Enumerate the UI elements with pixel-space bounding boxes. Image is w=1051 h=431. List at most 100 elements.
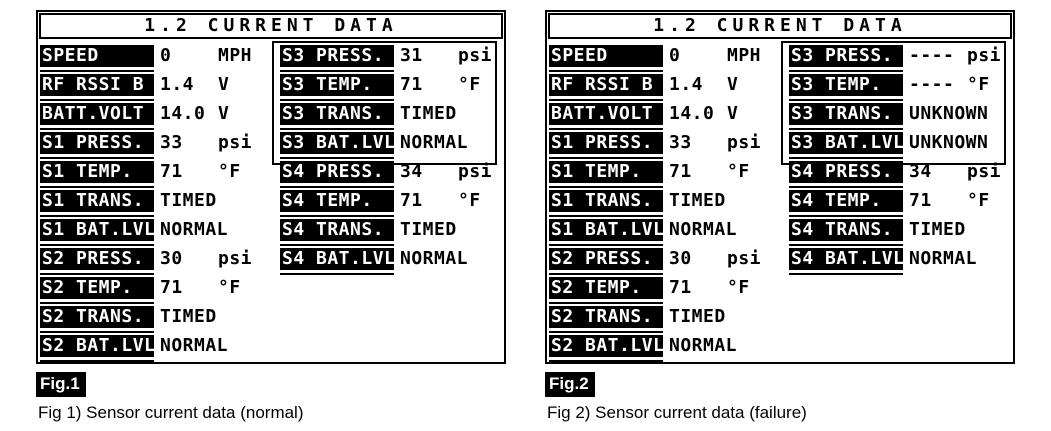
row-label: S1 TRANS. [549,190,663,212]
row-unit: °F [967,190,990,211]
figure-caption: Fig 2) Sensor current data (failure) [547,403,807,422]
data-row: RF RSSI B 1.4 V [40,74,252,96]
row-value: 0 [160,45,172,66]
row-label: S3 TRANS. [789,103,903,125]
row-label: S1 TEMP. [40,161,154,183]
row-value: 31 [400,45,423,66]
row-label: S3 BAT.LVL [789,132,903,154]
row-value: 71 [160,161,183,182]
row-value: 1.4 [160,74,195,95]
row-label: RF RSSI B [40,74,154,96]
data-row: S4 TEMP.71°F [789,190,1001,212]
row-value: NORMAL [909,248,978,269]
row-unit: psi [458,45,493,66]
data-row: BATT.VOLT 14.0 V [549,103,761,125]
row-value: UNKNOWN [909,103,989,124]
row-value: 33 [669,132,692,153]
row-value: 71 [160,277,183,298]
row-label: S3 TRANS. [280,103,394,125]
data-row: S1 TEMP.71°F [549,161,761,183]
row-label: S1 PRESS. [549,132,663,154]
row-label: S2 TEMP. [549,277,663,299]
row-unit: °F [458,190,481,211]
row-label: S1 BAT.LVL [549,219,663,241]
row-label: S4 BAT.LVL [789,248,903,270]
data-row: S1 PRESS. 33 psi [549,132,761,154]
row-value: NORMAL [160,219,229,240]
row-unit: psi [727,248,762,269]
row-label: SPEED [40,45,154,67]
screen-title: 1.2 CURRENT DATA [548,13,1012,39]
data-row: S3 BAT.LVL NORMAL [280,132,492,154]
data-row: S1 BAT.LVL NORMAL [40,219,252,241]
row-unit: psi [218,248,253,269]
data-row: S4 TEMP.71°F [280,190,492,212]
row-label: S4 PRESS. [280,161,394,183]
row-unit: V [727,103,739,124]
row-unit: °F [218,277,241,298]
row-value: TIMED [400,219,457,240]
row-value: TIMED [909,219,966,240]
row-value: NORMAL [160,335,229,356]
data-row: S4 BAT.LVL NORMAL [280,248,492,270]
row-unit: psi [218,132,253,153]
data-row: S3 TEMP.----°F [789,74,1001,96]
row-value: NORMAL [400,132,469,153]
data-row: S3 TRANS. UNKNOWN [789,103,1001,125]
row-unit: psi [727,132,762,153]
data-row: S2 TEMP.71°F [549,277,761,299]
row-label: BATT.VOLT [549,103,663,125]
row-value: 30 [160,248,183,269]
row-label: S1 TRANS. [40,190,154,212]
row-label: BATT.VOLT [40,103,154,125]
row-value: 34 [400,161,423,182]
row-value: TIMED [669,190,726,211]
row-label: S3 PRESS. [789,45,903,67]
row-value: 71 [909,190,932,211]
figure-badge: Fig.1 [36,372,86,397]
row-label: RF RSSI B [549,74,663,96]
data-row: S3 TEMP.71°F [280,74,492,96]
row-label: S4 TRANS. [280,219,394,241]
row-unit: psi [458,161,493,182]
row-value: TIMED [160,190,217,211]
row-value: 1.4 [669,74,704,95]
row-value: NORMAL [400,248,469,269]
data-row: S4 PRESS. 34 psi [280,161,492,183]
row-unit: °F [967,74,990,95]
row-value: 14.0 [669,103,715,124]
row-value: 0 [669,45,681,66]
data-row: S4 TRANS. TIMED [280,219,492,241]
data-column-right: S3 PRESS. ---- psi S3 TEMP.----°F S3 TRANS. U… [789,45,1001,277]
row-unit: °F [727,277,750,298]
row-value: TIMED [160,306,217,327]
row-label: S3 BAT.LVL [280,132,394,154]
row-label: S2 BAT.LVL [549,335,663,357]
row-value: 71 [400,74,423,95]
row-value: 33 [160,132,183,153]
row-value: ---- [909,45,955,66]
row-unit: MPH [727,45,762,66]
data-row: S4 BAT.LVL NORMAL [789,248,1001,270]
data-row: S2 TEMP.71°F [40,277,252,299]
row-unit: V [218,74,230,95]
row-value: TIMED [400,103,457,124]
row-label: S1 BAT.LVL [40,219,154,241]
row-unit: psi [967,161,1002,182]
row-label: S1 TEMP. [549,161,663,183]
row-label: S3 TEMP. [280,74,394,96]
row-label: S4 BAT.LVL [280,248,394,270]
data-row: S3 PRESS.----psi [789,45,1001,67]
